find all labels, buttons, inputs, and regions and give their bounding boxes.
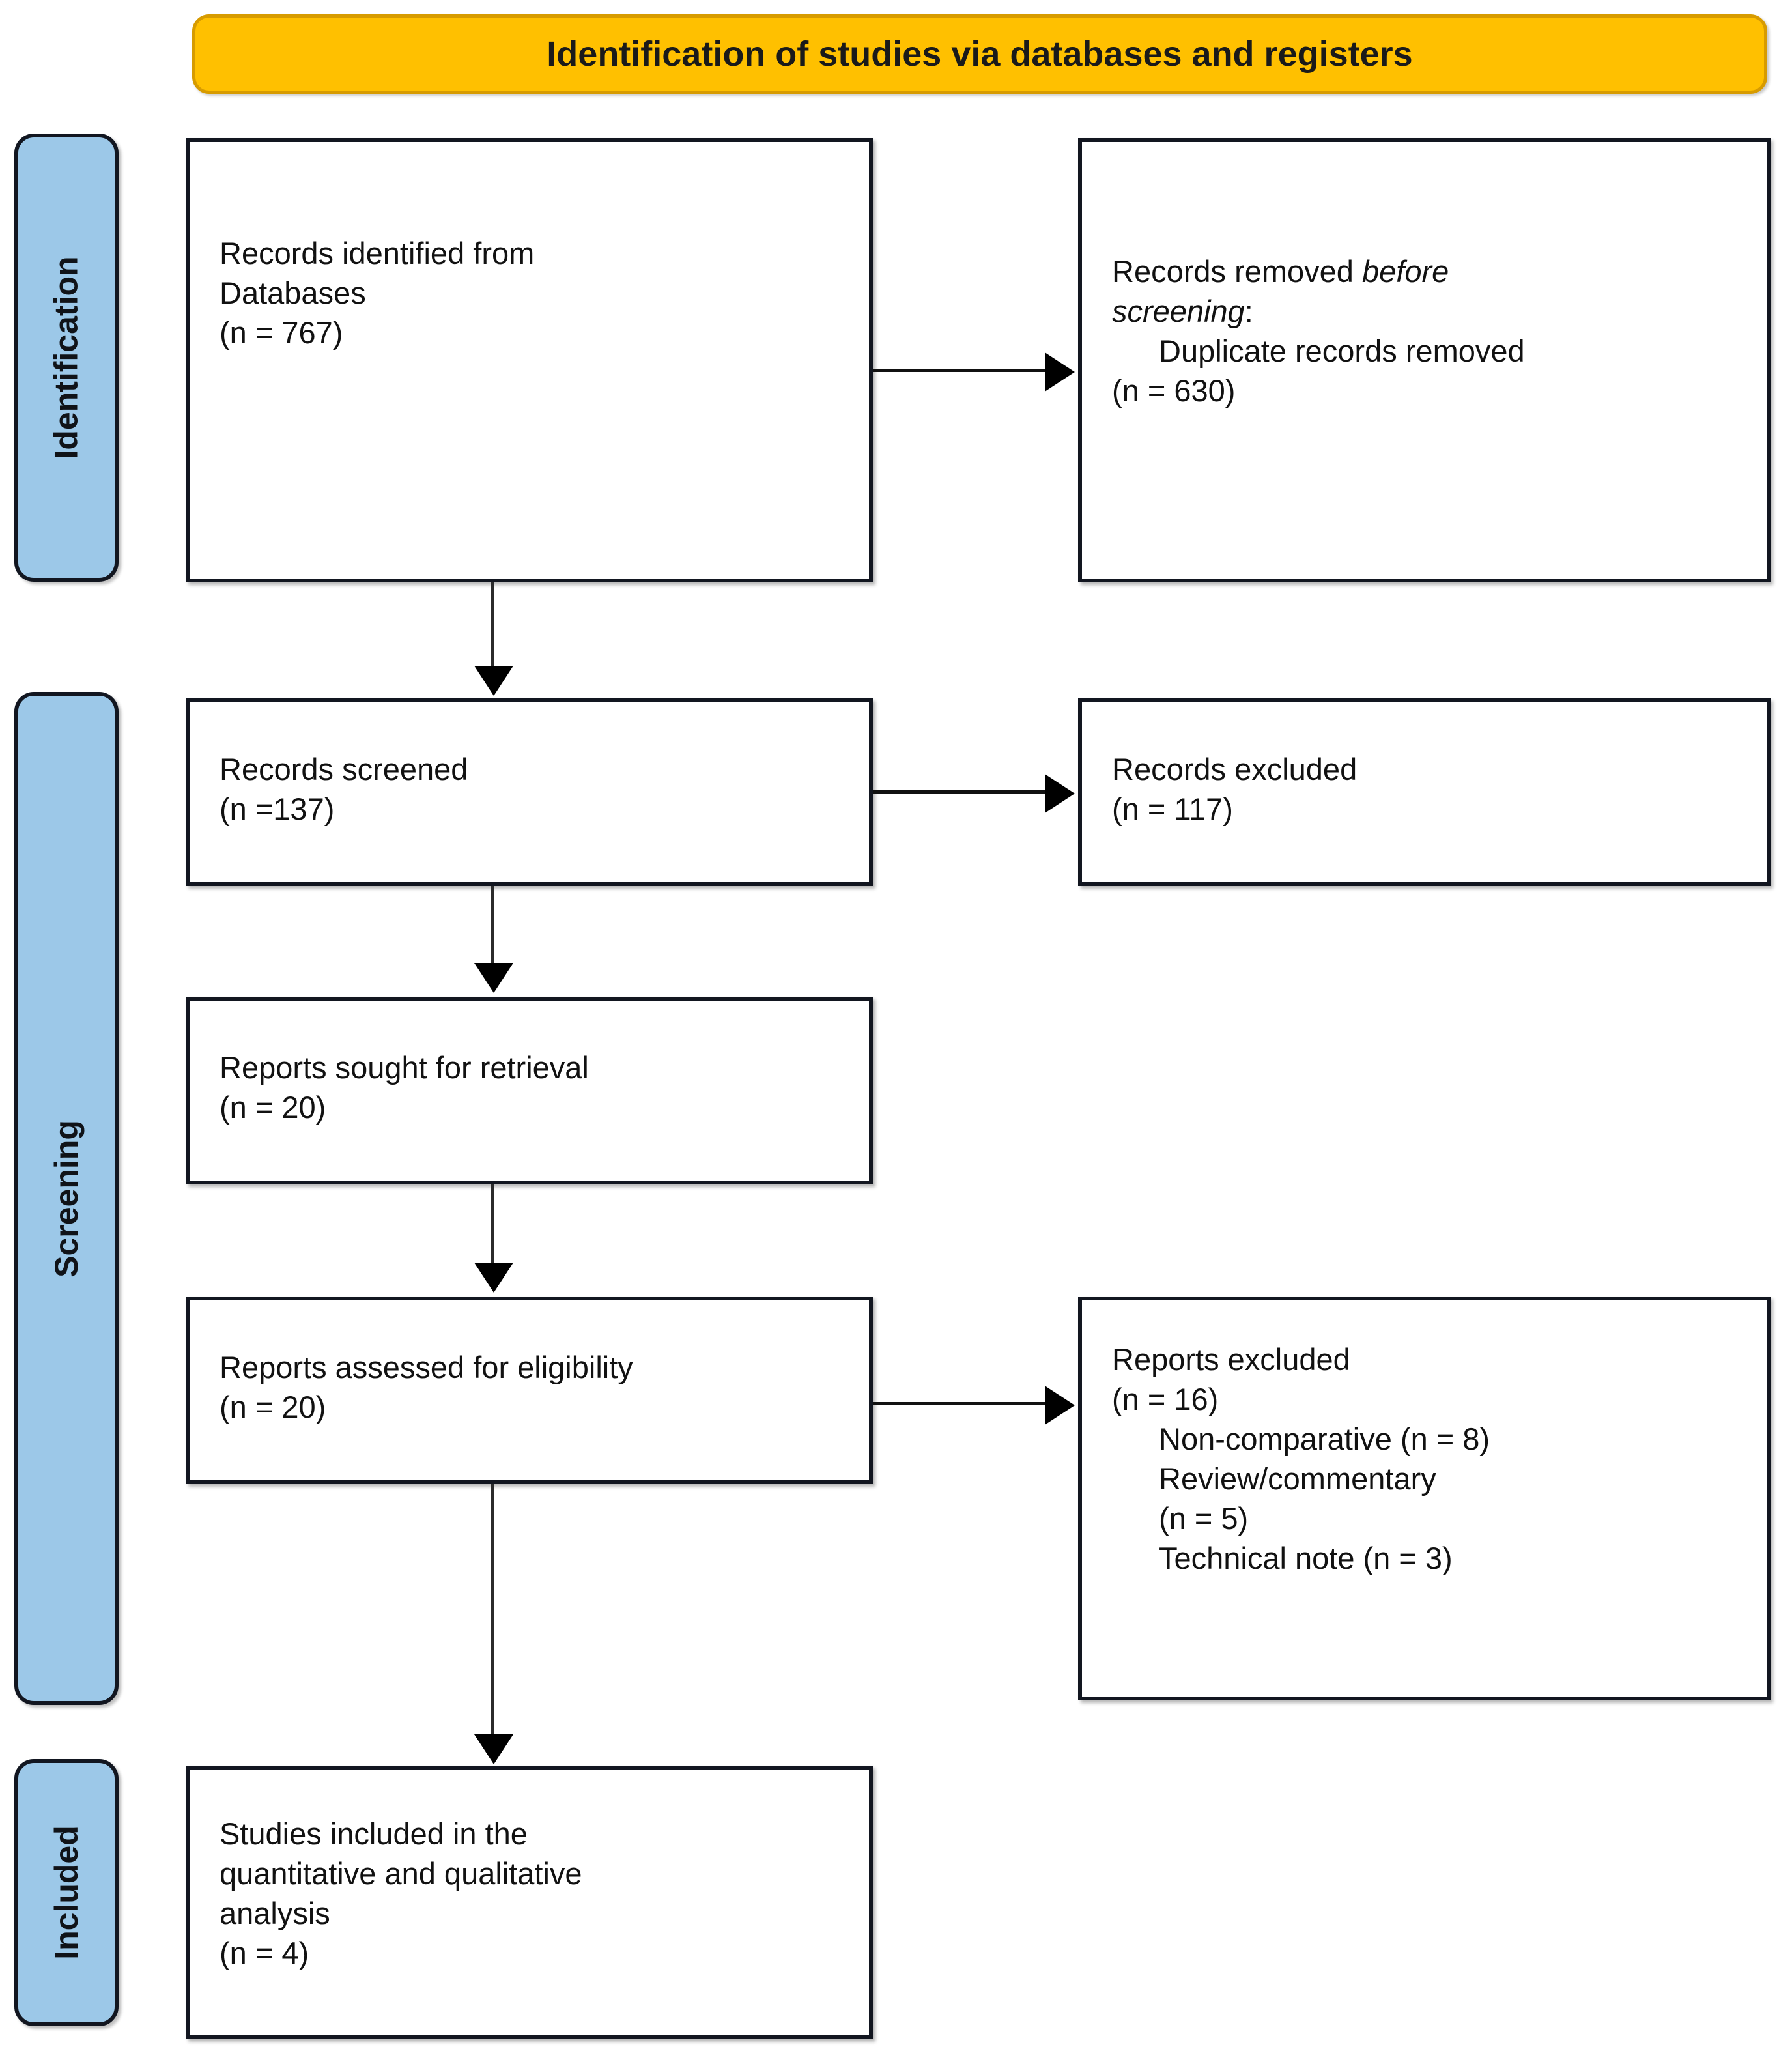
box-records-identified: Records identified from Databases (n = 7… <box>186 138 873 582</box>
connector-identified-to-removed <box>873 369 1047 372</box>
stage-label-included: Included <box>14 1759 119 2026</box>
duplicate-records-removed-label: Duplicate records removed <box>1159 334 1525 369</box>
records-identified-line-1: Records identified from <box>220 236 535 270</box>
stage-label-screening: Screening <box>14 692 119 1705</box>
box-reports-assessed-text: Reports assessed for eligibility (n = 20… <box>220 1347 849 1427</box>
stage-label-identification: Identification <box>14 134 119 582</box>
records-excluded-count: (n = 117) <box>1112 792 1233 827</box>
arrowhead-down-icon-3 <box>474 1263 513 1293</box>
box-records-excluded: Records excluded (n = 117) <box>1078 698 1771 886</box>
header-banner: Identification of studies via databases … <box>192 14 1767 94</box>
box-records-excluded-text: Records excluded (n = 117) <box>1112 749 1747 829</box>
reports-sought-count: (n = 20) <box>220 1090 326 1125</box>
arrowhead-down-icon-1 <box>474 666 513 696</box>
records-excluded-label: Records excluded <box>1112 752 1358 786</box>
studies-included-line-1: Studies included in the <box>220 1816 528 1851</box>
header-title: Identification of studies via databases … <box>547 35 1413 74</box>
reports-excluded-reason-non-comparative: Non-comparative (n = 8) <box>1159 1422 1490 1457</box>
reports-assessed-label: Reports assessed for eligibility <box>220 1350 633 1384</box>
connector-identified-to-screened <box>491 582 494 670</box>
arrowhead-right-icon-2 <box>1045 774 1075 813</box>
box-reports-sought-text: Reports sought for retrieval (n = 20) <box>220 1048 849 1127</box>
box-reports-excluded: Reports excluded (n = 16) Non-comparativ… <box>1078 1297 1771 1700</box>
records-removed-line-1: Records removed before <box>1112 251 1747 291</box>
records-removed-italic-before: before <box>1362 254 1449 289</box>
arrowhead-down-icon-4 <box>474 1734 513 1764</box>
box-reports-excluded-text: Reports excluded (n = 16) Non-comparativ… <box>1112 1340 1747 1579</box>
stage-label-identification-text: Identification <box>48 256 85 459</box>
records-removed-italic-screening: screening <box>1112 294 1245 329</box>
duplicate-records-removed-count: (n = 630) <box>1112 373 1236 408</box>
reports-sought-label: Reports sought for retrieval <box>220 1050 589 1085</box>
box-reports-sought: Reports sought for retrieval (n = 20) <box>186 997 873 1184</box>
arrowhead-right-icon-1 <box>1045 352 1075 392</box>
connector-sought-to-assessed <box>491 1184 494 1265</box>
reports-excluded-reason-review-commentary: Review/commentary <box>1159 1461 1436 1497</box>
connector-screened-to-excluded <box>873 790 1047 794</box>
connector-assessed-to-reports-excluded <box>873 1402 1047 1405</box>
records-screened-label: Records screened <box>220 752 468 786</box>
arrowhead-down-icon-2 <box>474 963 513 993</box>
records-removed-prefix: Records removed <box>1112 254 1362 289</box>
connector-assessed-to-included <box>491 1484 494 1737</box>
reports-assessed-count: (n = 20) <box>220 1390 326 1425</box>
connector-screened-to-sought <box>491 886 494 966</box>
studies-included-count: (n = 4) <box>220 1936 309 1971</box>
records-removed-colon: : <box>1244 294 1253 329</box>
reports-excluded-label: Reports excluded <box>1112 1342 1350 1377</box>
stage-label-included-text: Included <box>48 1826 85 1960</box>
box-studies-included-text: Studies included in the quantitative and… <box>220 1814 849 1973</box>
box-records-screened-text: Records screened (n =137) <box>220 749 849 829</box>
reports-excluded-reason-technical-note: Technical note (n = 3) <box>1159 1541 1453 1576</box>
reports-excluded-count: (n = 16) <box>1112 1382 1219 1417</box>
records-identified-line-2: Databases <box>220 276 366 311</box>
records-screened-count: (n =137) <box>220 792 335 827</box>
records-removed-line-2: screening: <box>1112 291 1747 331</box>
box-reports-assessed: Reports assessed for eligibility (n = 20… <box>186 1297 873 1484</box>
box-records-identified-text: Records identified from Databases (n = 7… <box>220 233 849 352</box>
box-studies-included: Studies included in the quantitative and… <box>186 1766 873 2039</box>
studies-included-line-2: quantitative and qualitative <box>220 1856 582 1891</box>
stage-label-screening-text: Screening <box>48 1119 85 1278</box>
records-identified-count: (n = 767) <box>220 315 343 351</box>
box-records-removed: Records removed before screening: Duplic… <box>1078 138 1771 582</box>
studies-included-line-3: analysis <box>220 1896 330 1931</box>
box-records-removed-text: Records removed before screening: Duplic… <box>1112 251 1747 410</box>
arrowhead-right-icon-3 <box>1045 1386 1075 1425</box>
box-records-screened: Records screened (n =137) <box>186 698 873 886</box>
reports-excluded-reason-review-commentary-count: (n = 5) <box>1159 1501 1249 1536</box>
